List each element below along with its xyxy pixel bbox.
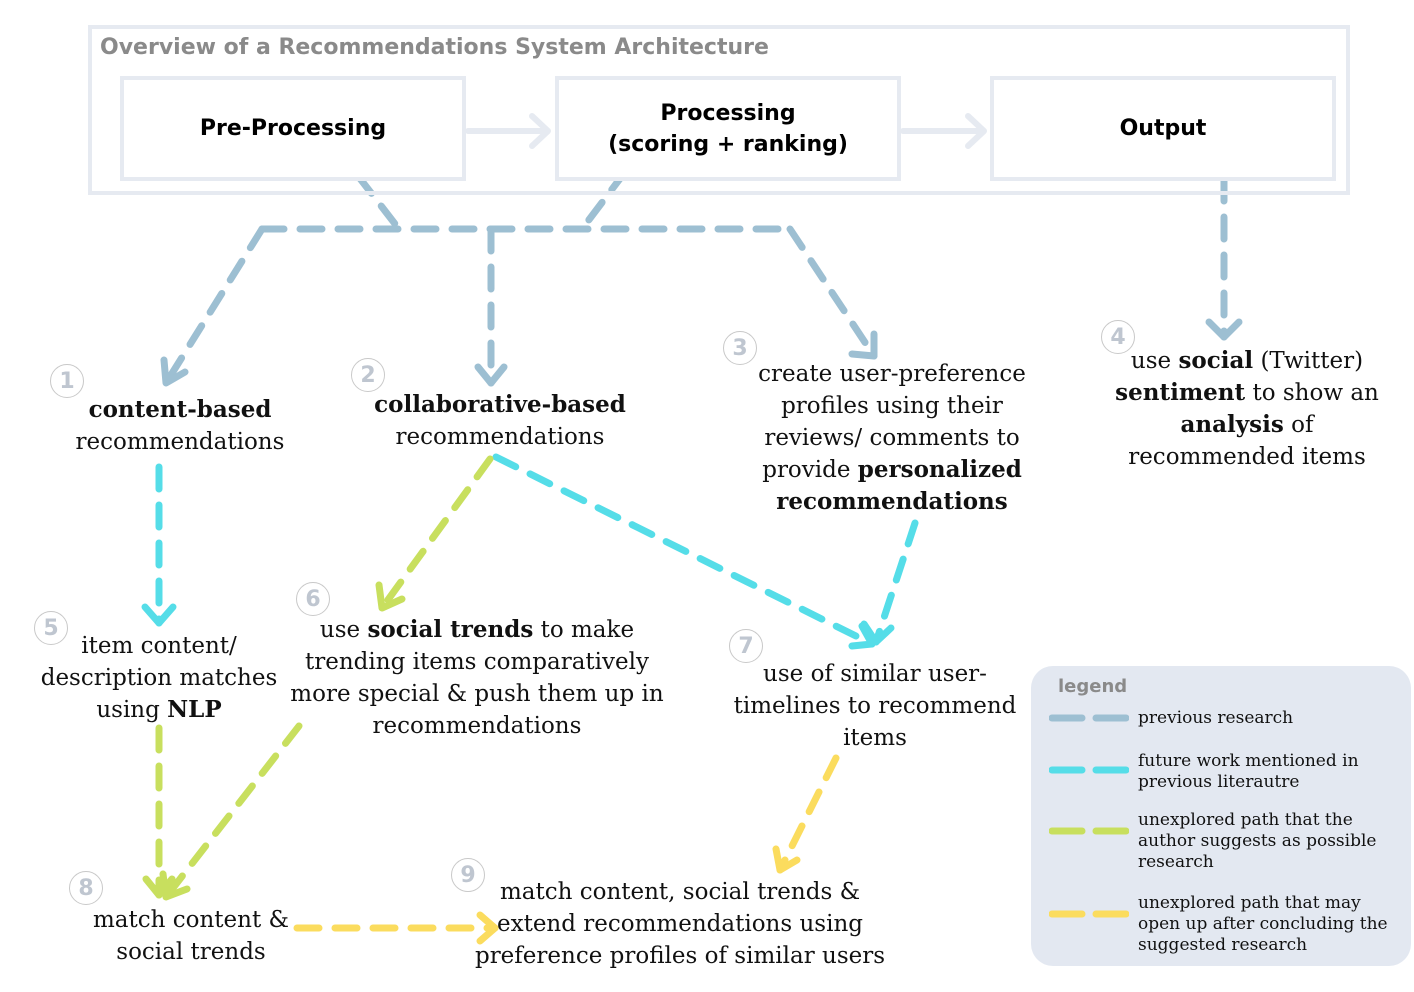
- stage-processing: Processing (scoring + ranking): [555, 76, 901, 181]
- edge-node-6-to-node-8: [159, 722, 303, 901]
- node-social-trends: use social trends to make trending items…: [290, 616, 664, 739]
- edge-node-8-to-node-9: [293, 911, 499, 945]
- legend-title: legend: [1058, 676, 1128, 697]
- legend-panel: legend previous research future work men…: [1031, 666, 1411, 966]
- node-number-badge: 2: [351, 358, 385, 392]
- edge-bus-to-node-2: [474, 225, 508, 387]
- node-number-badge: 9: [451, 858, 485, 892]
- node-number-badge: 7: [729, 629, 763, 663]
- stage-label: Pre-Processing: [199, 116, 387, 141]
- edge-node-5-to-node-8: [142, 724, 176, 899]
- legend-swatch-unexplored-future: [1049, 910, 1129, 918]
- edge-bus-to-node-3: [786, 225, 878, 360]
- legend-label: unexplored path that the author suggests…: [1138, 810, 1377, 872]
- edge-preprocessing-to-bus: [354, 172, 403, 233]
- legend-label: future work mentioned in previous litera…: [1138, 751, 1359, 792]
- legend-label: unexplored path that may open up after c…: [1138, 893, 1388, 955]
- flow-arrow-preprocessing-to-processing: [465, 113, 551, 149]
- node-number-badge: 8: [69, 871, 103, 905]
- edge-processing-to-bus: [578, 168, 629, 233]
- edge-output-to-node-4: [1205, 175, 1243, 341]
- edge-node-2-to-node-6: [375, 455, 494, 612]
- node-match-content-social: match content & social trends: [92, 907, 289, 965]
- flow-arrow-processing-to-output: [900, 113, 987, 149]
- stage-sublabel: (scoring + ranking): [608, 131, 848, 157]
- architecture-frame: [88, 25, 1350, 195]
- legend-swatch-future-work: [1049, 766, 1129, 774]
- stage-pre-processing: Pre-Processing: [120, 76, 466, 181]
- node-nlp-content-match: item content/ description matches using …: [40, 633, 278, 723]
- node-user-preference-profiles: create user-preference profiles using th…: [758, 361, 1026, 515]
- node-number-badge: 5: [34, 611, 68, 645]
- node-social-sentiment: use social (Twitter) sentiment to show a…: [1115, 347, 1379, 470]
- stage-output: Output: [990, 76, 1336, 181]
- node-similar-user-timelines: use of similar user-timelines to recomme…: [733, 661, 1017, 751]
- node-number-badge: 6: [296, 582, 330, 616]
- edge-node-1-to-node-5: [141, 463, 177, 627]
- node-number-badge: 4: [1101, 320, 1135, 354]
- legend-swatch-unexplored-author: [1049, 827, 1129, 835]
- legend-label: previous research: [1138, 708, 1294, 728]
- stage-label: Output: [1119, 116, 1207, 141]
- node-number-badge: 1: [50, 364, 84, 398]
- stage-label: Processing: [660, 100, 796, 126]
- legend-swatch-previous-research: [1049, 714, 1129, 722]
- edge-bus-to-node-1: [160, 225, 266, 387]
- edge-node-3-to-node-7: [860, 519, 919, 646]
- edge-node-7-to-node-9: [772, 754, 840, 874]
- architecture-title: Overview of a Recommendations System Arc…: [100, 35, 769, 60]
- node-extended-recommendations: match content, social trends & extend re…: [474, 879, 886, 969]
- node-number-badge: 3: [723, 331, 757, 365]
